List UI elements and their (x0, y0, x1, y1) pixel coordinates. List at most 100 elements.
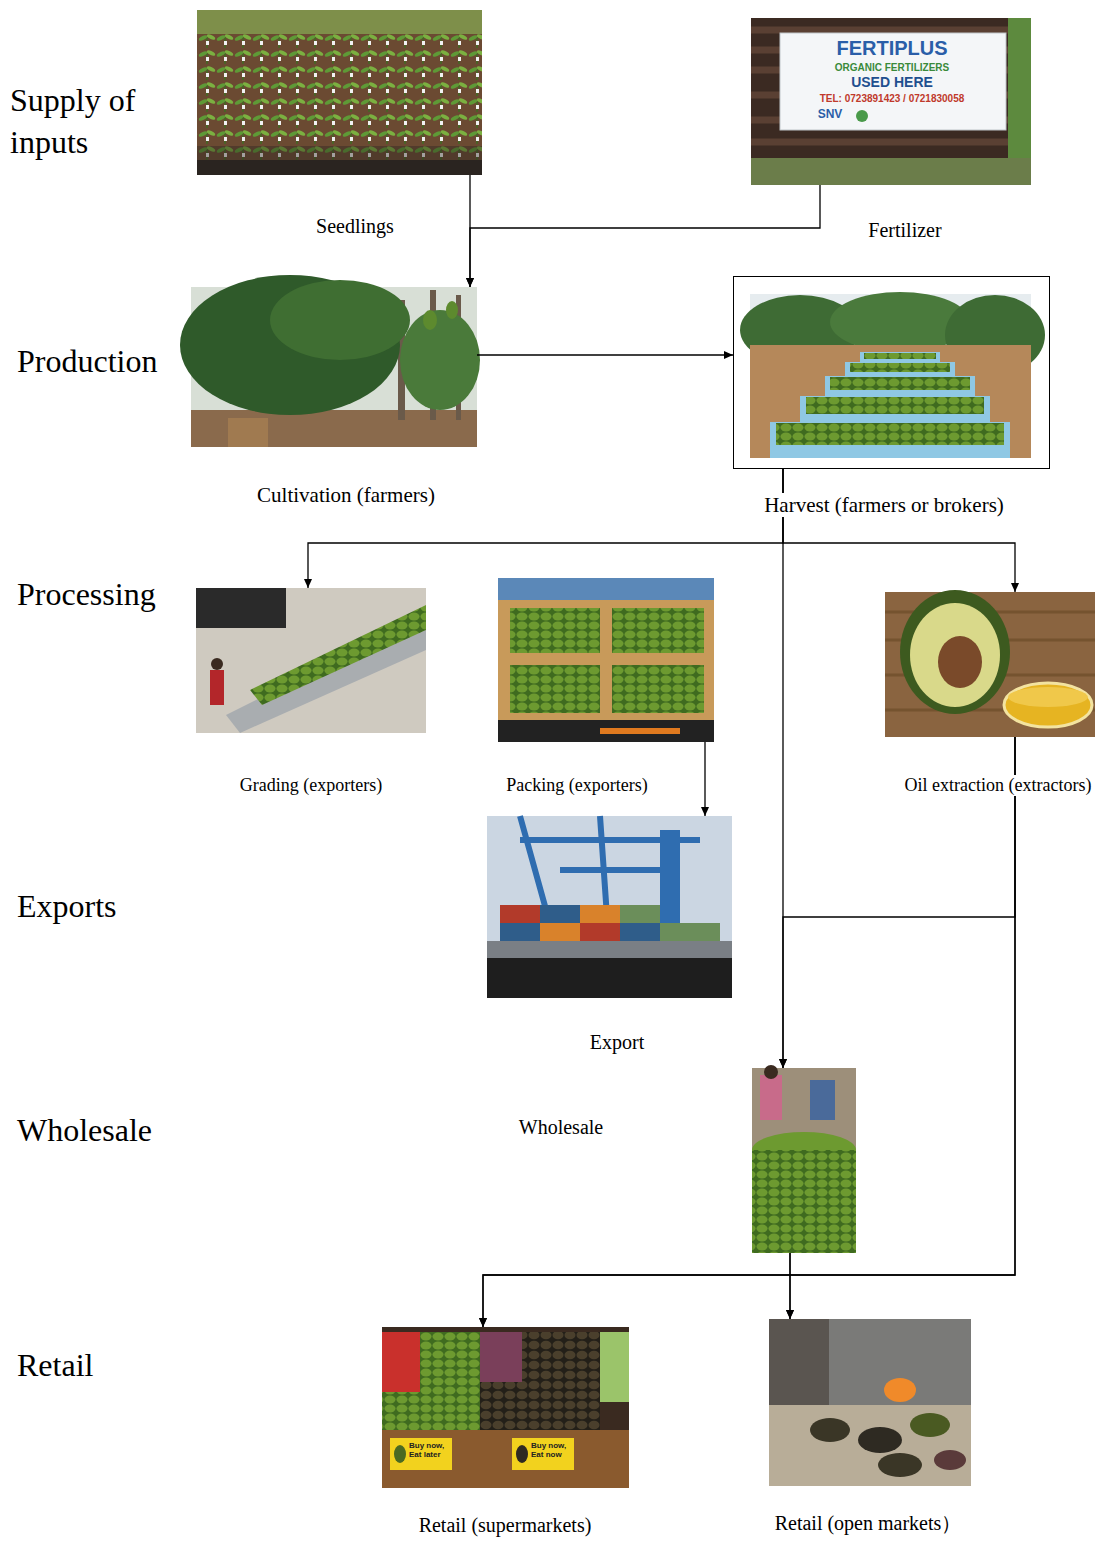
stage-label: Processing (17, 574, 156, 616)
stage-caption: Packing (exporters) (503, 775, 650, 796)
export-photo (487, 816, 732, 998)
sign-text: ORGANIC FERTILIZERS (835, 61, 949, 74)
stage-photo-frame: Retail (open markets） (769, 1319, 971, 1486)
export-photo-part (660, 923, 720, 941)
cultivation-photo-part (270, 280, 410, 360)
stage-label: Supply of inputs (10, 80, 170, 163)
open-market-photo-part (878, 1453, 922, 1477)
flow-arrow (704, 742, 705, 816)
wholesale-photo-part (764, 1065, 778, 1079)
stage-caption: Wholesale (516, 1116, 606, 1139)
fertilizer-photo-part (780, 33, 1006, 130)
flow-arrow (483, 1253, 790, 1327)
stage-caption: Retail (open markets） (772, 1512, 965, 1535)
stage-caption: Cultivation (farmers) (254, 483, 438, 507)
stage-photo-frame: Cultivation (farmers) (191, 287, 477, 447)
grading-photo-part (211, 658, 223, 670)
cultivation-photo-part (228, 418, 268, 447)
shelf-sign-text: Buy now, Eat later (409, 1441, 451, 1459)
fertilizer-photo-part (751, 18, 1031, 185)
stage-photo-frame: Wholesale (752, 1068, 856, 1253)
export-photo-part (580, 905, 620, 923)
oil-photo-part (1004, 683, 1092, 727)
stage-caption: Export (587, 1031, 647, 1054)
stage-caption: Seedlings (313, 215, 397, 238)
open-market-photo-part (769, 1405, 971, 1486)
harvest-photo-part (825, 376, 975, 396)
grading-photo-part (250, 605, 426, 705)
open-market-photo (769, 1319, 971, 1486)
cultivation-photo-part (446, 301, 458, 319)
sign-text: TEL: 0723891423 / 0721830058 (820, 92, 965, 105)
stage-photo-frame: Grading (exporters) (196, 588, 426, 733)
wholesale-photo-part (752, 1068, 856, 1253)
harvest-photo-part (864, 353, 936, 359)
packing-photo-part (498, 720, 714, 742)
grading-photo (196, 588, 426, 733)
stage-caption: Grading (exporters) (237, 775, 385, 796)
supermarket-photo-part (382, 1332, 420, 1392)
harvest-photo-part (845, 362, 955, 376)
supermarket-photo-part (480, 1382, 522, 1430)
wholesale-photo-part (760, 1075, 782, 1120)
oil-photo-part (910, 603, 1000, 707)
export-photo-part (620, 905, 660, 923)
packing-photo (498, 578, 714, 742)
harvest-photo-part (860, 352, 940, 362)
stage-photo-frame: Packing (exporters) (498, 578, 714, 742)
stage-label: Exports (17, 886, 117, 928)
export-photo-part (540, 923, 580, 941)
export-photo-part (500, 923, 540, 941)
seedlings-photo-part (197, 10, 482, 38)
grading-photo-part (196, 588, 426, 733)
stage-photo-frame: Oil extraction (extractors) (885, 592, 1095, 737)
harvest-photo-part (776, 423, 1004, 445)
open-market-photo-part (934, 1450, 966, 1470)
stage-caption: Oil extraction (extractors) (902, 775, 1095, 796)
export-photo-part (487, 941, 732, 959)
stage-label: Production (17, 341, 157, 383)
fertilizer-photo-part (856, 110, 868, 122)
flow-arrow (790, 737, 1015, 1319)
supermarket-photo-part (600, 1332, 629, 1402)
open-market-photo-part (810, 1418, 850, 1442)
seedlings-photo-part (197, 146, 482, 160)
open-market-photo-part (769, 1319, 971, 1486)
stage-caption: Fertilizer (865, 219, 944, 242)
fertilizer-photo-part (751, 30, 1031, 142)
open-market-photo-part (858, 1427, 902, 1453)
harvest-photo-part (806, 397, 984, 414)
seedlings-photo-part (197, 34, 482, 146)
seedlings-photo (197, 10, 482, 175)
sign-text: FERTIPLUS (836, 35, 947, 61)
sign-text: USED HERE (851, 73, 933, 91)
packing-photo-part (600, 728, 680, 734)
stage-caption: Harvest (farmers or brokers) (761, 493, 1007, 517)
oil-photo-part (938, 636, 982, 688)
cultivation-photo (180, 275, 480, 447)
export-photo-part (620, 923, 660, 941)
wholesale-photo (752, 1065, 856, 1253)
packing-photo-part (498, 600, 714, 742)
wholesale-photo-part (752, 1150, 856, 1253)
packing-photo-part (612, 608, 704, 653)
supermarket-photo-part (390, 1438, 452, 1470)
cultivation-photo-part (423, 310, 437, 330)
seedlings-photo-part (197, 146, 482, 175)
supermarket-photo (382, 1327, 629, 1488)
oil-photo-part (1008, 687, 1088, 707)
supermarket-photo-part (420, 1332, 480, 1430)
fertilizer-photo (751, 18, 1031, 185)
packing-photo-part (498, 578, 714, 742)
cultivation-photo-part (400, 310, 480, 410)
stage-photo-frame: Seedlings (197, 10, 482, 175)
supermarket-photo-part (382, 1392, 420, 1430)
open-market-photo-part (884, 1378, 916, 1402)
sign-text: SNV (818, 107, 843, 123)
harvest-photo-part (800, 396, 990, 422)
flow-arrow (470, 185, 820, 287)
seedlings-photo-part (197, 10, 482, 175)
harvest-photo-part (750, 345, 1031, 458)
harvest-box: Harvest (farmers or brokers) (733, 276, 1050, 469)
